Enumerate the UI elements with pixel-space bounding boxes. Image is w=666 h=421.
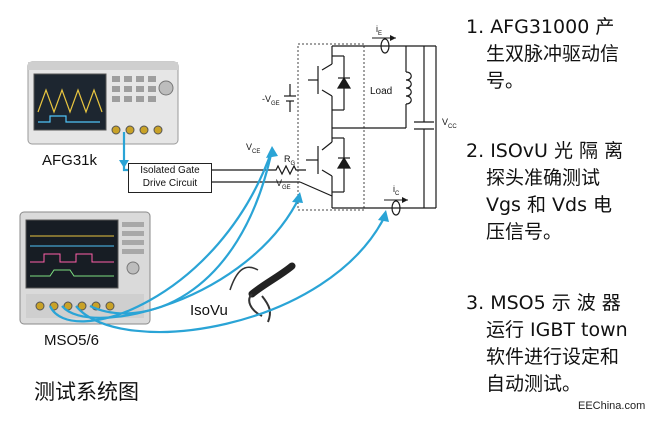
- isovu-label: IsoVu: [190, 302, 228, 319]
- isovu-probe: [229, 262, 296, 323]
- step-3-line-3: 软件进行设定和: [486, 346, 620, 368]
- step-2: 2. ISOvU 光 隔 离 探头准确测试 Vgs 和 Vds 电 压信号。: [466, 138, 662, 246]
- gate-box-line1: Isolated Gate: [140, 165, 200, 176]
- step-2-line-2: 探头准确测试: [486, 167, 601, 189]
- ic-probe-arrow: [378, 210, 389, 222]
- mso-instrument: [19, 211, 151, 325]
- step-3-line-2: 运行 IGBT town: [486, 319, 628, 341]
- afg-to-gate-arrow: [119, 160, 129, 168]
- mso-label: MSO5/6: [44, 332, 100, 349]
- ie-label: iE: [376, 24, 383, 37]
- vge-label: VGE: [276, 178, 291, 191]
- watermark: EEChina.com: [578, 400, 646, 412]
- gate-box-line2: Drive Circuit: [142, 178, 198, 189]
- step-3: 3. MSO5 示 波 器 运行 IGBT town 软件进行设定和 自动测试。: [466, 290, 662, 398]
- diagram-caption: 测试系统图: [34, 380, 139, 404]
- step-1-line-2: 生双脉冲驱动信: [486, 43, 620, 65]
- step-3-number: 3.: [466, 292, 485, 314]
- power-circuit: [212, 45, 437, 209]
- ic-label: iC: [393, 184, 400, 197]
- step-2-line-1: ISOvU 光 隔 离: [490, 140, 624, 162]
- isolated-gate-drive-box: Isolated Gate Drive Circuit: [128, 163, 212, 193]
- step-2-line-3: Vgs 和 Vds 电: [486, 194, 613, 216]
- probe-cables: [49, 132, 387, 334]
- neg-vge-label: -VGE: [262, 94, 280, 107]
- vce-probe-arrow: [266, 146, 278, 158]
- rg-label: RG: [284, 154, 296, 167]
- afg31k-instrument: [27, 61, 179, 145]
- step-1-number: 1.: [466, 16, 485, 38]
- vce-label: VCE: [246, 142, 261, 155]
- step-3-line-1: MSO5 示 波 器: [490, 292, 621, 314]
- afg-label: AFG31k: [42, 152, 98, 169]
- power-module-outline: [297, 43, 365, 211]
- load-label: Load: [370, 86, 393, 97]
- step-3-line-4: 自动测试。: [486, 373, 582, 395]
- current-probe-ic: [384, 197, 408, 216]
- step-1-line-1: AFG31000 产: [490, 16, 615, 38]
- step-2-number: 2.: [466, 140, 485, 162]
- vcc-label: VCC: [442, 117, 457, 130]
- current-probe-ie: [372, 35, 396, 54]
- vge-probe-arrow: [292, 192, 303, 203]
- step-1: 1. AFG31000 产 生双脉冲驱动信 号。: [466, 14, 662, 95]
- step-2-line-4: 压信号。: [486, 221, 563, 243]
- step-1-line-3: 号。: [486, 70, 525, 92]
